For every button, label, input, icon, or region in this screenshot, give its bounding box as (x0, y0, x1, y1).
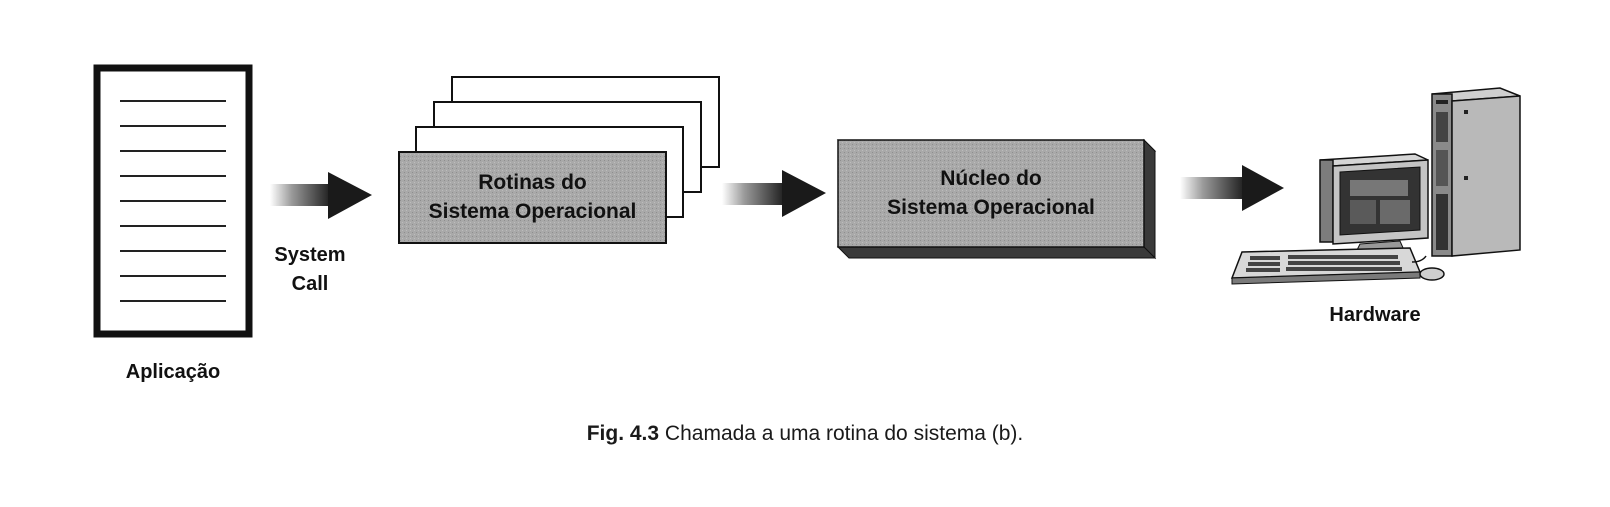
system-call-label-line1: System (274, 244, 346, 266)
system-call-label-line2: Call (291, 273, 329, 295)
routines-stack (398, 76, 720, 244)
monitor-icon (1319, 153, 1429, 253)
kernel-label-line2: Sistema Operacional (887, 196, 1095, 219)
keyboard-icon (1230, 247, 1422, 285)
figure-caption-text: Chamada a uma rotina do sistema (b). (664, 422, 1024, 445)
arrow-icon-routines-to-kernel (722, 170, 826, 217)
arrow-icon-kernel-to-hardware (1180, 165, 1284, 211)
kernel-box (836, 138, 1157, 260)
tower-icon (1431, 87, 1521, 257)
figure-caption: Fig. 4.3 Chamada a uma rotina do sistema… (0, 422, 1610, 446)
kernel-label-line1: Núcleo do (940, 167, 1042, 190)
computer-icon (1230, 87, 1521, 285)
routines-label-line1: Rotinas do (478, 171, 587, 194)
mouse-icon (1411, 255, 1445, 281)
arrow-icon-system-call (270, 172, 372, 219)
figure-number: Fig. 4.3 (586, 422, 660, 445)
application-document-icon (93, 64, 253, 338)
application-label: Aplicação (125, 361, 221, 383)
routines-label-line2: Sistema Operacional (428, 200, 637, 223)
hardware-label: Hardware (1329, 304, 1421, 326)
